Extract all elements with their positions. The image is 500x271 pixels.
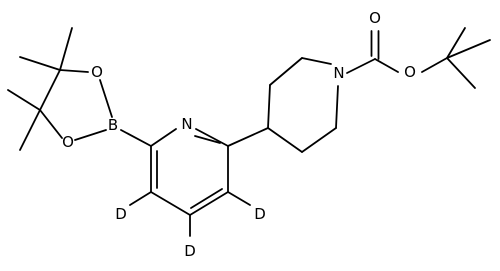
- bond-c5-c4: [150, 191, 191, 216]
- bond-tbu-methyl-1: [446, 27, 466, 59]
- atom-labels: O O N N B O O D D D: [62, 9, 416, 260]
- atom-d-bottom: D: [184, 242, 196, 260]
- atom-o-ester: O: [404, 63, 416, 81]
- bond-c2-c3: [269, 57, 303, 86]
- atom-o-boronate-bottom: O: [62, 133, 74, 151]
- bond-c4-c3-inner: [190, 188, 223, 209]
- bond-tbu-methyl-2: [446, 39, 491, 59]
- bond-b-obot: [74, 129, 107, 141]
- bond-pyr-b: [120, 129, 152, 147]
- bond-b-otop: [99, 79, 113, 118]
- bond-c4-c3: [189, 191, 229, 216]
- bond-me-4: [19, 109, 41, 151]
- bond-c5-c6: [301, 127, 337, 153]
- bond-oester-ctbu: [421, 57, 448, 73]
- atom-d-left: D: [115, 205, 127, 223]
- bond-n1-c6: [150, 128, 177, 147]
- bond-pip-pyr: [227, 127, 269, 147]
- atom-o-ketone: O: [369, 9, 381, 27]
- atom-n-pyridine: N: [181, 115, 192, 133]
- bond-n-c2: [301, 57, 332, 65]
- bond-me-3: [7, 89, 41, 111]
- atom-d-right: D: [254, 205, 266, 223]
- atom-n-piperidine: N: [333, 64, 344, 82]
- bond-otop-c: [59, 69, 89, 73]
- bond-tbu-methyl-3: [446, 57, 476, 89]
- bond-c4-c5: [267, 127, 303, 153]
- bond-me-2: [19, 56, 61, 71]
- bond-c2-n1-inner: [194, 135, 221, 144]
- bond-c-obot: [39, 109, 63, 139]
- bonds: [7, 27, 491, 237]
- atom-boron: B: [108, 116, 118, 134]
- bond-carbonyl-oester: [374, 58, 399, 73]
- bond-d-left: [129, 191, 152, 206]
- bond-c2-n1: [195, 128, 229, 147]
- bond-c-c: [39, 69, 61, 111]
- bond-c3-c4: [267, 84, 271, 129]
- atom-o-boronate-top: O: [91, 63, 103, 81]
- bond-carbonyl-n: [346, 58, 376, 74]
- bond-c6-n: [335, 85, 339, 129]
- bond-me-1: [59, 27, 73, 71]
- bond-d-right: [227, 191, 251, 206]
